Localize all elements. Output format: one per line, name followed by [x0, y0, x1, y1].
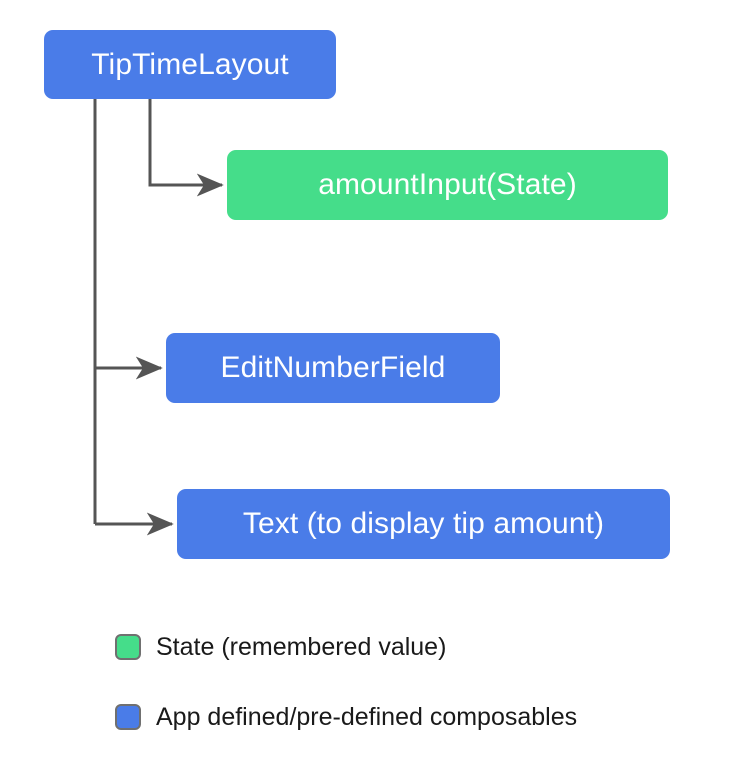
legend-item-composables: App defined/pre-defined composables: [115, 695, 675, 739]
legend-item-state: State (remembered value): [115, 625, 675, 669]
legend-swatch-state-icon: [115, 634, 141, 660]
node-edit-number-field[interactable]: EditNumberField: [166, 333, 500, 403]
node-tip-amount-text-label: Text (to display tip amount): [242, 507, 605, 540]
node-tip-time-layout-label: TipTimeLayout: [91, 47, 289, 81]
node-amount-input-state[interactable]: amountInput(State): [227, 150, 668, 220]
legend: State (remembered value) App defined/pre…: [115, 625, 675, 739]
node-edit-number-field-label: EditNumberField: [220, 351, 446, 384]
node-amount-input-state-label: amountInput(State): [318, 168, 577, 201]
edge-root-to-amount-input: [148, 99, 224, 197]
node-tip-amount-text[interactable]: Text (to display tip amount): [177, 489, 670, 559]
legend-item-composables-label: App defined/pre-defined composables: [156, 702, 578, 731]
legend-swatch-composable-icon: [115, 704, 141, 730]
node-tip-time-layout[interactable]: TipTimeLayout: [44, 30, 336, 99]
legend-item-state-label: State (remembered value): [156, 632, 447, 661]
